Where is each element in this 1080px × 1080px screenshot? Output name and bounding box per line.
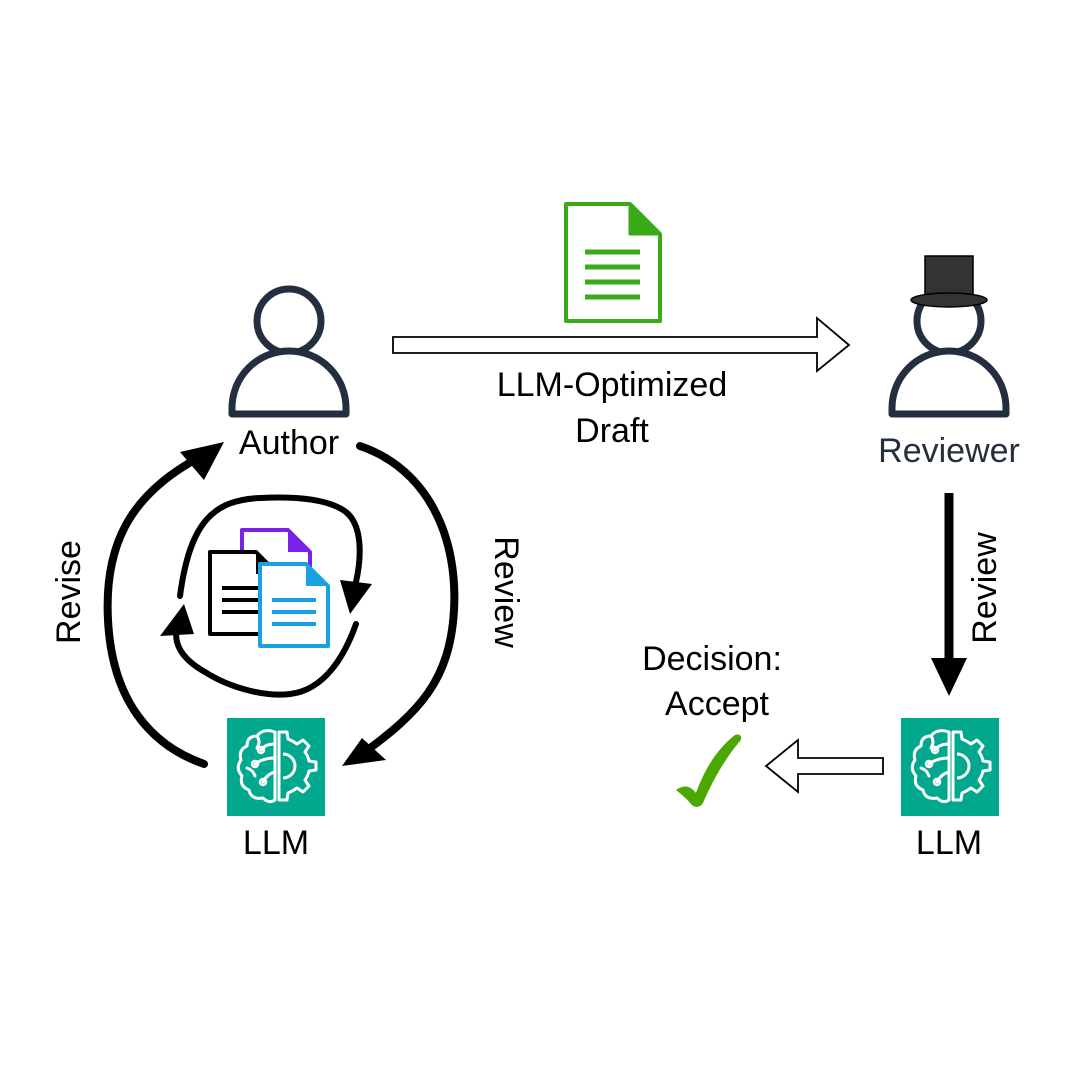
review-arrow-left xyxy=(342,442,459,766)
draft-label-line2: Draft xyxy=(575,412,649,450)
llm-left-icon xyxy=(227,718,325,816)
revise-label: Revise xyxy=(50,540,88,644)
decision-hollow-arrow xyxy=(764,738,884,794)
review-label-left: Review xyxy=(487,536,525,648)
author-label: Author xyxy=(239,424,339,462)
author-person-icon xyxy=(228,285,350,418)
llm-right-label: LLM xyxy=(916,824,982,862)
checkmark-icon xyxy=(676,734,742,807)
iteration-loop-arrows xyxy=(160,494,372,698)
draft-label-line1: LLM-Optimized xyxy=(497,366,728,404)
top-hat-icon xyxy=(910,255,988,308)
revise-arrow xyxy=(103,442,224,768)
review-arrow-right xyxy=(931,493,967,696)
draft-versions-document-icons xyxy=(208,528,330,648)
llm-left-label: LLM xyxy=(243,824,309,862)
reviewer-label: Reviewer xyxy=(878,432,1020,470)
draft-hollow-arrow xyxy=(392,316,851,373)
decision-label-line2: Accept xyxy=(665,685,769,723)
decision-label-line1: Decision: xyxy=(642,640,782,678)
blue-document-icon xyxy=(258,562,330,648)
llm-right-icon xyxy=(901,718,999,816)
draft-document-icon xyxy=(564,202,662,323)
review-label-right: Review xyxy=(966,532,1004,644)
